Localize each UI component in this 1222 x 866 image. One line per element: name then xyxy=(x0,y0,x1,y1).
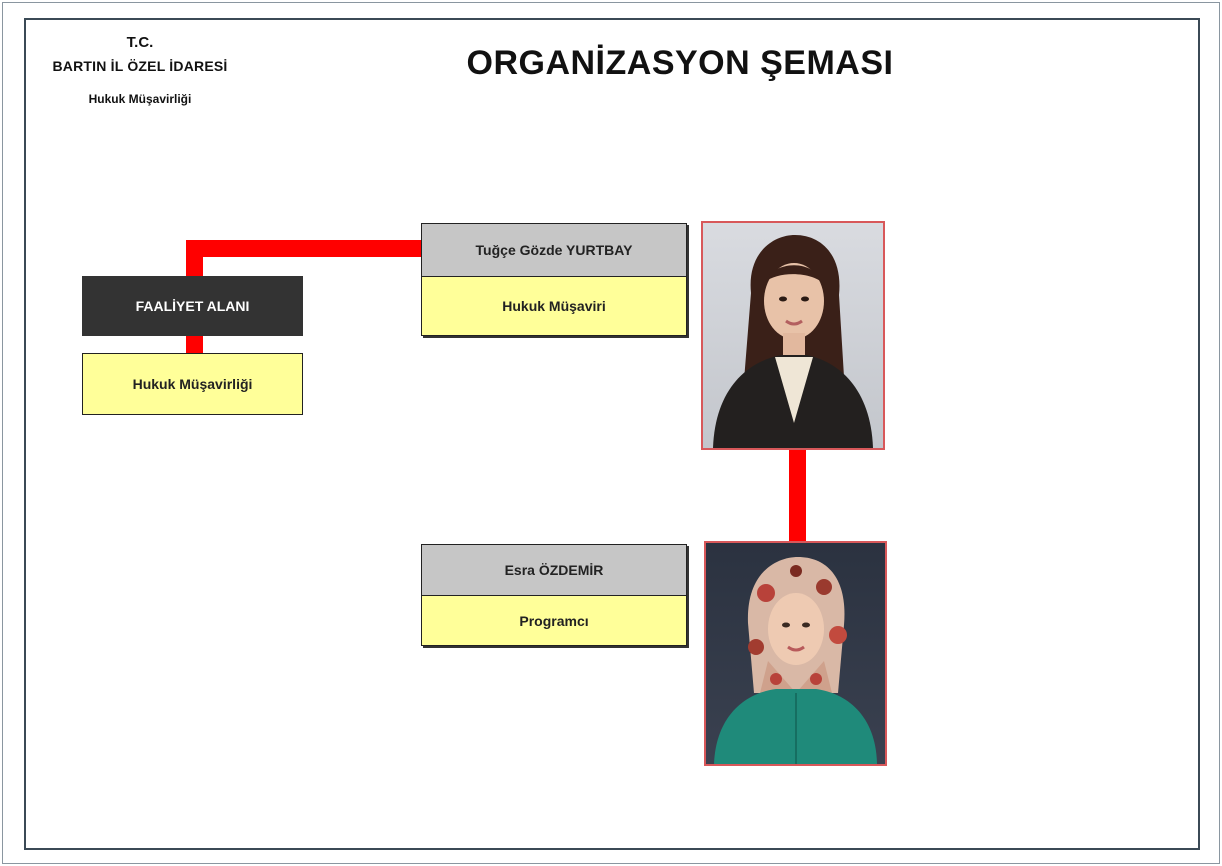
header-tc: T.C. xyxy=(126,34,154,51)
person-card-1: Tuğçe Gözde YURTBAY Hukuk Müşaviri xyxy=(421,223,687,336)
header-organization: BARTIN İL ÖZEL İDARESİ xyxy=(52,58,228,74)
connector-top-horizontal xyxy=(186,240,424,257)
page-title: ORGANİZASYON ŞEMASI xyxy=(466,44,894,82)
activity-value-box: Hukuk Müşavirliği xyxy=(82,353,303,415)
person-role-box: Programcı xyxy=(421,595,687,646)
person-role-box: Hukuk Müşaviri xyxy=(421,276,687,336)
person-card-2: Esra ÖZDEMİR Programcı xyxy=(421,544,687,646)
connector-activity-link xyxy=(186,334,203,354)
person-name-box: Esra ÖZDEMİR xyxy=(421,544,687,596)
person-name-box: Tuğçe Gözde YURTBAY xyxy=(421,223,687,277)
portrait-woman-dark-jacket xyxy=(703,223,883,448)
header-department: Hukuk Müşavirliği xyxy=(88,92,192,106)
connector-left-vertical xyxy=(186,240,203,280)
connector-photos-vertical xyxy=(789,448,806,544)
person-photo-2 xyxy=(704,541,887,766)
activity-heading-box: FAALİYET ALANI xyxy=(82,276,303,336)
page-frame xyxy=(24,18,1200,850)
person-photo-1 xyxy=(701,221,885,450)
portrait-woman-headscarf-green-top xyxy=(706,543,885,764)
